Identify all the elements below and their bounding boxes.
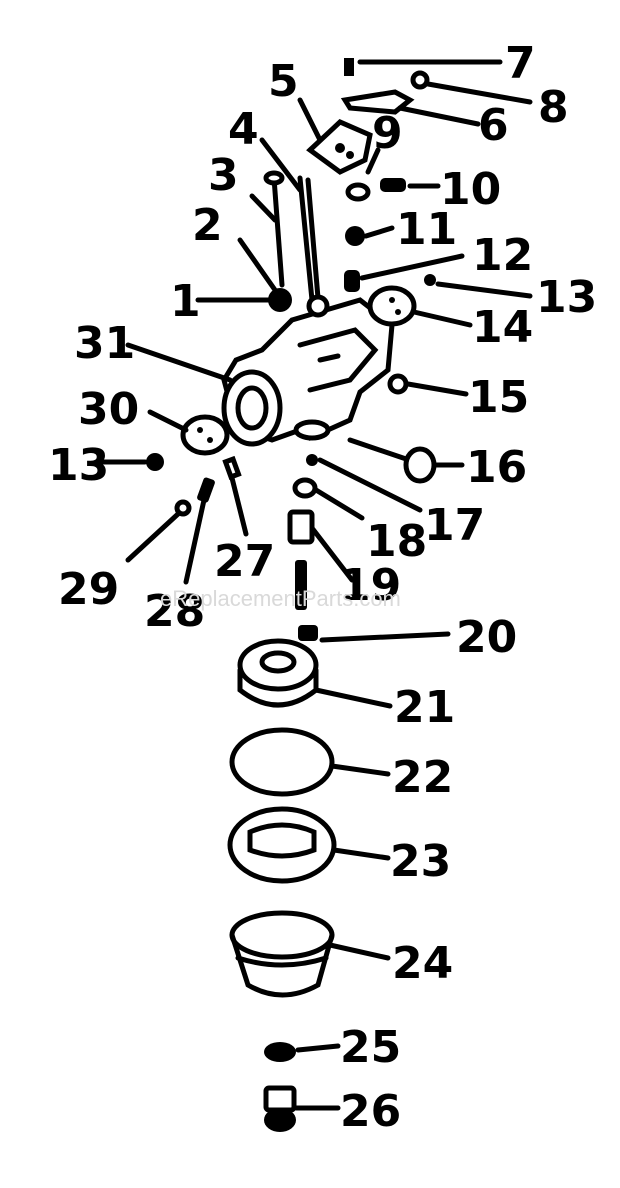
part-11-screw bbox=[345, 226, 365, 246]
part-19-seat bbox=[287, 509, 315, 545]
part-14-throttle-plate bbox=[367, 285, 417, 327]
label-3: 3 bbox=[208, 150, 239, 201]
label-1: 1 bbox=[170, 276, 201, 327]
throttle-shaft bbox=[263, 170, 285, 288]
label-13-left: 13 bbox=[48, 440, 109, 491]
label-15: 15 bbox=[468, 372, 529, 423]
part-13-screw-left bbox=[146, 453, 164, 471]
part-2-spring bbox=[306, 294, 330, 318]
label-23: 23 bbox=[390, 836, 451, 887]
watermark: eReplacementParts.com bbox=[160, 586, 401, 611]
part-12-plug bbox=[344, 270, 360, 292]
part-labels: 1 2 3 4 5 6 7 8 9 10 11 12 13 14 15 16 1… bbox=[48, 38, 597, 1137]
part-30-gasket bbox=[180, 414, 230, 456]
part-8-washer bbox=[410, 70, 430, 90]
label-31: 31 bbox=[74, 318, 135, 369]
label-24: 24 bbox=[392, 938, 453, 989]
part-23-bowl-gasket bbox=[227, 806, 337, 884]
part-10-screw bbox=[380, 178, 406, 192]
part-20-pin bbox=[298, 625, 318, 641]
label-25: 25 bbox=[340, 1022, 401, 1073]
part-15-seal bbox=[387, 373, 409, 395]
label-9: 9 bbox=[372, 108, 403, 159]
part-16-throttle-shaft bbox=[347, 437, 437, 484]
label-11: 11 bbox=[396, 204, 457, 255]
label-29: 29 bbox=[58, 564, 119, 615]
label-12: 12 bbox=[472, 230, 533, 281]
part-25-washer bbox=[264, 1042, 296, 1062]
part-27-screw bbox=[222, 455, 242, 481]
label-14: 14 bbox=[472, 302, 533, 353]
label-28: 28 bbox=[144, 586, 205, 637]
part-13-screw-top bbox=[424, 274, 436, 286]
label-4: 4 bbox=[228, 104, 259, 155]
part-18-needle bbox=[292, 477, 318, 499]
label-26: 26 bbox=[340, 1086, 401, 1137]
label-6: 6 bbox=[478, 100, 509, 151]
part-26-bowl-nut bbox=[263, 1085, 297, 1132]
label-17: 17 bbox=[424, 500, 485, 551]
part-19-jet bbox=[295, 560, 307, 610]
part-28-spring bbox=[197, 477, 215, 503]
part-1-screw bbox=[268, 288, 292, 312]
part-9-spring bbox=[345, 182, 371, 202]
part-22-gasket bbox=[229, 727, 335, 797]
part-29-screw bbox=[174, 499, 192, 517]
part-7-screw bbox=[344, 58, 354, 76]
label-16: 16 bbox=[466, 442, 527, 493]
label-30: 30 bbox=[78, 384, 139, 435]
label-5: 5 bbox=[268, 56, 299, 107]
label-13-top: 13 bbox=[536, 272, 597, 323]
label-2: 2 bbox=[192, 200, 223, 251]
label-7: 7 bbox=[505, 38, 536, 89]
label-10: 10 bbox=[440, 164, 501, 215]
label-22: 22 bbox=[392, 752, 453, 803]
part-24-float-bowl bbox=[229, 910, 335, 998]
label-18: 18 bbox=[366, 516, 427, 567]
label-27: 27 bbox=[214, 536, 275, 587]
label-21: 21 bbox=[394, 682, 455, 733]
part-21-float bbox=[237, 638, 319, 708]
leader-lines bbox=[97, 59, 533, 1111]
part-17-washer bbox=[306, 454, 318, 466]
choke-shaft bbox=[297, 175, 321, 303]
label-20: 20 bbox=[456, 612, 517, 663]
label-19: 19 bbox=[340, 560, 401, 611]
carburetor-body bbox=[221, 297, 395, 447]
label-8: 8 bbox=[538, 82, 569, 133]
